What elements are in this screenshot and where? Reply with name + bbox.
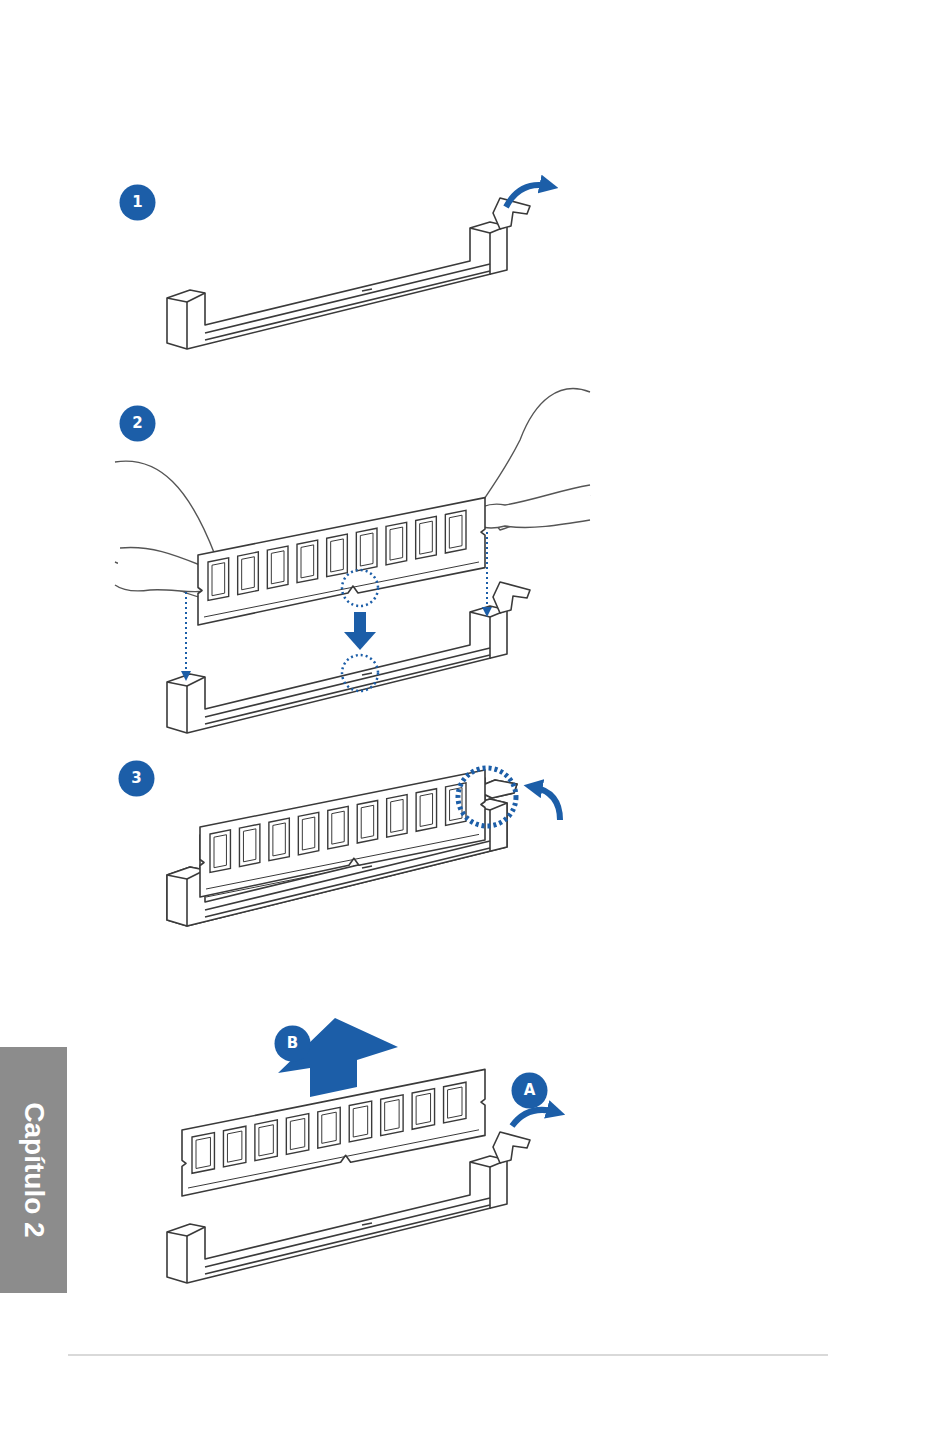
callout-letter: B [274, 1025, 311, 1062]
callout-number: 3 [118, 760, 155, 797]
callout-number: 1 [119, 184, 156, 221]
footer-rule [68, 1354, 828, 1356]
highlight-circle [458, 768, 516, 826]
highlight-circle [342, 655, 378, 691]
callout-letter: A [511, 1072, 548, 1109]
insert-arrow [354, 612, 366, 634]
callout-number: 3 [118, 760, 155, 797]
callout-number: 2 [119, 405, 156, 442]
motion-arrow [512, 1110, 556, 1126]
callout-number: 1 [119, 184, 156, 221]
memory-module [198, 498, 485, 625]
guide-line [486, 532, 488, 612]
dimm-slot [167, 198, 530, 349]
memory-module [200, 770, 485, 897]
guide-line [185, 592, 187, 676]
motion-arrow [506, 185, 549, 207]
chapter-label: Capítulo 2 [20, 1102, 48, 1237]
callout-letter: B [274, 1025, 311, 1062]
highlight-circle [342, 570, 378, 606]
insert-arrow-head [344, 632, 376, 650]
motion-arrow [533, 787, 560, 820]
chapter-tab: Capítulo 2 [0, 1047, 67, 1293]
callout-letter: A [511, 1072, 548, 1109]
callout-number: 2 [119, 405, 156, 442]
